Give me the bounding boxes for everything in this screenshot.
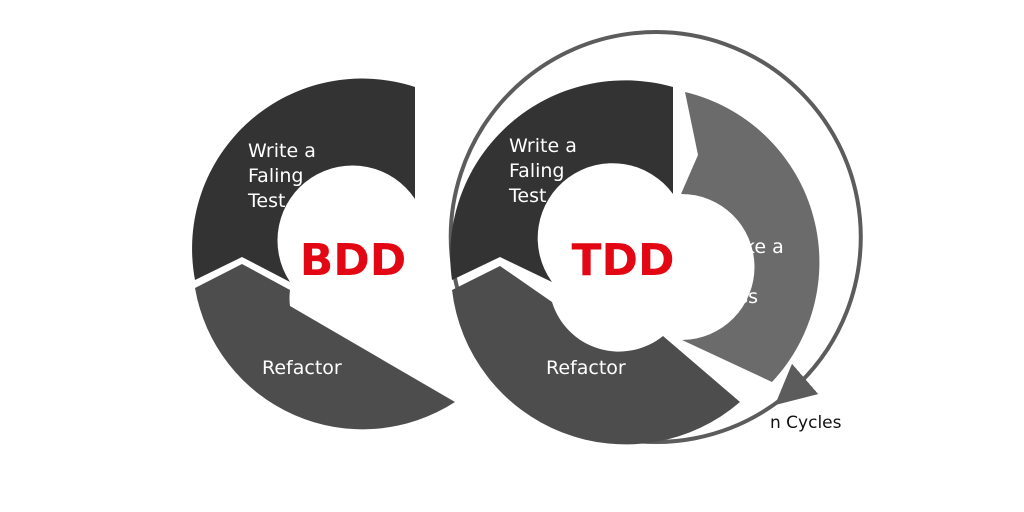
tdd-write-label-line2: Faling [509,160,565,182]
tdd-pass-label: Make a Test Pass [715,236,790,308]
tdd-pass-label-line3: Pass [716,286,758,308]
tdd-make-test-pass-segment [681,92,820,382]
bdd-title: BDD [300,235,407,286]
tdd-write-label-line1: Write a [509,135,577,157]
bdd-write-label: Write a Faling Test [247,140,322,212]
tdd-write-failing-test-segment [450,80,673,282]
bdd-refactor-label: Refactor [262,357,342,379]
bdd-write-failing-test-segment [192,78,415,283]
tdd-pass-label-line2: Test [715,261,753,283]
tdd-refactor-segment [452,266,740,445]
tdd-write-label: Write a Faling Test [508,135,583,207]
tdd-pass-label-line1: Make a [716,236,784,258]
tdd-refactor-label: Refactor [546,357,626,379]
tdd-cycles-label: n Cycles [770,413,842,433]
tdd-title: TDD [571,235,674,286]
bdd-write-label-line3: Test [247,190,285,212]
bdd-refactor-segment [195,264,455,430]
bdd-write-label-line2: Faling [248,165,304,187]
tdd-cycle: Write a Faling Test Make a Test Pass Ref… [448,30,863,445]
bdd-cycle: Write a Faling Test Refactor BDD [192,78,455,430]
bdd-write-label-line1: Write a [248,140,316,162]
tdd-write-label-line3: Test [508,185,546,207]
